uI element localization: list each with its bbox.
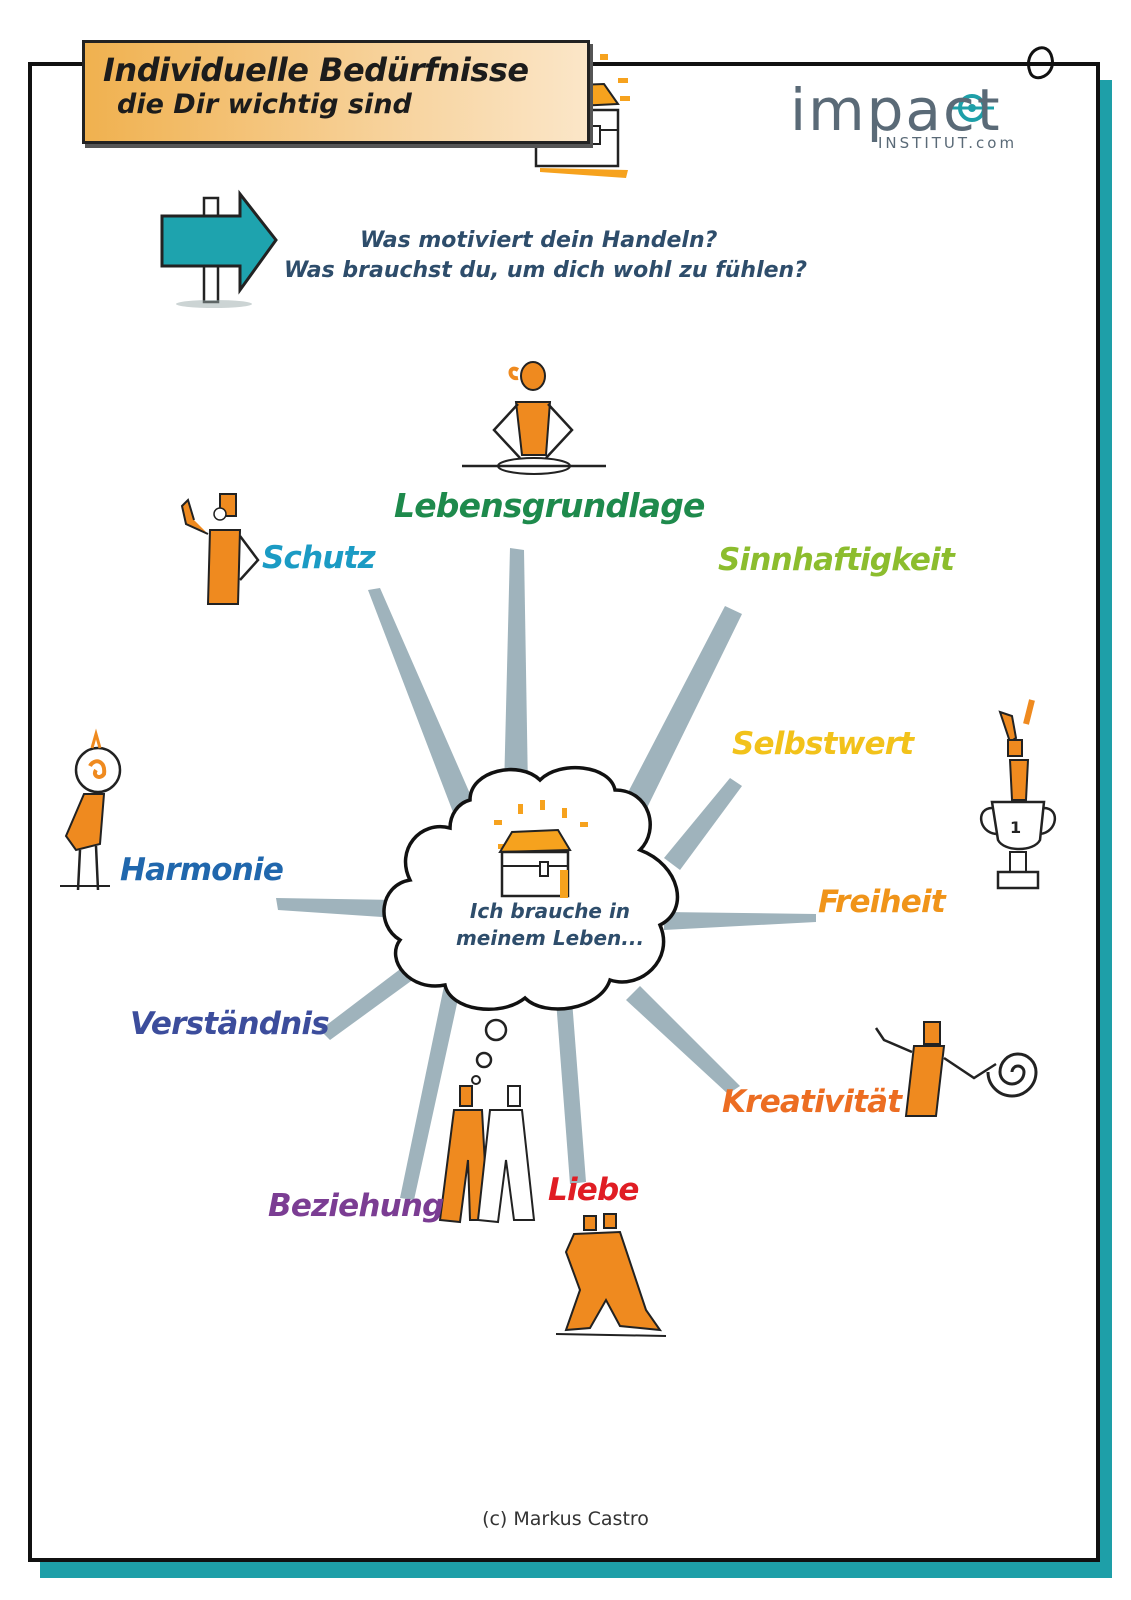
- need-verstaendnis: Verständnis: [130, 1006, 330, 1042]
- center-text-line1: Ich brauche in: [469, 899, 631, 923]
- logo-subtitle: INSTITUT.com: [878, 134, 1018, 152]
- figure-liebe: [555, 1213, 667, 1337]
- question-motivation: Was motiviert dein Handeln?: [360, 228, 718, 253]
- figure-kreativitaet: [874, 1021, 1038, 1117]
- ray-selbstwert: [664, 778, 742, 870]
- need-liebe: Liebe: [548, 1172, 639, 1208]
- need-freiheit: Freiheit: [818, 884, 946, 920]
- cloud-chest-icon: [494, 800, 588, 898]
- trophy-number: 1: [1010, 818, 1021, 837]
- center-text: Ich brauche in meinem Leben...: [430, 898, 670, 952]
- signpost-arrow-icon: [160, 189, 278, 308]
- ray-beziehung: [400, 986, 460, 1200]
- need-selbstwert: Selbstwert: [732, 726, 914, 762]
- ray-harmonie: [276, 898, 396, 918]
- need-kreativitaet: Kreativität: [722, 1084, 902, 1120]
- ray-kreativitaet: [626, 986, 740, 1094]
- corner-doodle: [1027, 46, 1054, 80]
- need-beziehung: Beziehung: [268, 1188, 444, 1224]
- figure-lebensgrundlage: [462, 361, 606, 475]
- mindmap-rays: [276, 548, 816, 1200]
- figure-schutz: [180, 493, 260, 605]
- title-banner: Individuelle Bedürfnisse die Dir wichtig…: [82, 40, 590, 144]
- need-sinnhaftigkeit: Sinnhaftigkeit: [718, 542, 955, 578]
- ray-lebensgrundlage: [504, 548, 528, 790]
- figure-beziehung: [438, 1085, 536, 1224]
- page-title: Individuelle Bedürfnisse: [103, 51, 529, 89]
- center-text-line2: meinem Leben...: [455, 926, 645, 950]
- ray-schutz: [368, 588, 478, 820]
- logo-mark: [950, 94, 994, 122]
- figure-selbstwert-trophy: [980, 699, 1056, 890]
- need-harmonie: Harmonie: [120, 852, 284, 888]
- need-schutz: Schutz: [262, 540, 376, 576]
- logo-wordmark: impact: [790, 76, 1002, 144]
- need-lebensgrundlage: Lebensgrundlage: [394, 486, 705, 525]
- copyright-notice: (c) Markus Castro: [482, 1508, 649, 1530]
- question-wellbeing: Was brauchst du, um dich wohl zu fühlen?: [284, 258, 807, 283]
- figure-harmonie: [60, 728, 122, 891]
- impact-institut-logo: impact INSTITUT.com: [790, 78, 1060, 160]
- page-subtitle: die Dir wichtig sind: [117, 89, 412, 120]
- ray-liebe: [556, 1000, 586, 1184]
- ray-freiheit: [664, 912, 816, 930]
- ray-sinnhaftigkeit: [624, 606, 742, 810]
